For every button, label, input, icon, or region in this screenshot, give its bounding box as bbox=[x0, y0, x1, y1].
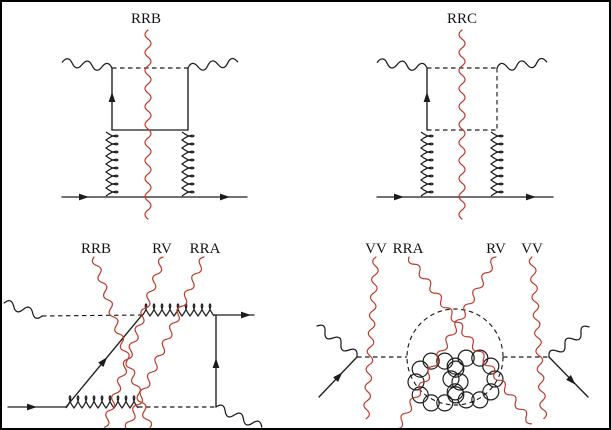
cut-wavy-line bbox=[363, 256, 379, 420]
photon-wavy-line bbox=[376, 58, 428, 71]
fermion-arrow bbox=[212, 358, 220, 368]
fermion-arrow bbox=[423, 92, 431, 102]
cut-wavy-line bbox=[144, 29, 152, 220]
gluon-coil-line bbox=[141, 303, 215, 318]
gluon-coil-line bbox=[65, 395, 139, 410]
fermion-arrow bbox=[79, 193, 89, 201]
cut-label: RRA bbox=[190, 241, 221, 257]
photon-wavy-line bbox=[215, 404, 263, 428]
cut-wavy-line bbox=[407, 256, 533, 425]
photon-wavy-line bbox=[548, 325, 590, 358]
fermion-arrow bbox=[566, 375, 576, 385]
diagram-bottom-right: VV RRA RV VV bbox=[316, 241, 590, 428]
gluon-coil-line bbox=[104, 131, 119, 197]
fermion-arrow bbox=[241, 311, 251, 319]
cut-wavy-line bbox=[458, 29, 466, 220]
photon-wavy-line bbox=[316, 324, 358, 357]
cut-wavy-line bbox=[396, 256, 497, 428]
fermion-arrow bbox=[333, 372, 343, 382]
diagram-bottom-left: RRB RV RRA bbox=[3, 241, 263, 428]
diagram-top-right: RRC bbox=[376, 11, 554, 220]
cut-label: RRC bbox=[447, 11, 477, 27]
fermion-arrow bbox=[220, 193, 230, 201]
photon-wavy-line bbox=[61, 58, 113, 71]
fermion-arrow bbox=[108, 92, 116, 102]
fermion-arrow bbox=[98, 357, 108, 368]
gluon-coil-line bbox=[180, 131, 195, 197]
cut-label: RRB bbox=[131, 11, 161, 27]
cut-label: RRA bbox=[393, 241, 424, 257]
cut-wavy-line bbox=[124, 256, 205, 428]
cut-label: RV bbox=[486, 241, 506, 257]
cut-label: RRB bbox=[81, 241, 111, 257]
fermion-arrow bbox=[394, 193, 404, 201]
cut-label: VV bbox=[365, 241, 387, 257]
diagram-top-left: RRB bbox=[61, 11, 248, 220]
gluon-coil-line bbox=[419, 131, 434, 197]
eikonal-dashed-line bbox=[41, 314, 143, 317]
cut-wavy-line bbox=[528, 256, 548, 420]
cut-wavy-line bbox=[103, 256, 164, 428]
cut-label: RV bbox=[152, 241, 172, 257]
photon-wavy-line bbox=[187, 57, 239, 71]
cut-label: VV bbox=[521, 241, 543, 257]
fermion-line bbox=[548, 356, 589, 398]
fermion-arrow bbox=[27, 403, 37, 411]
gluon-loop-ring bbox=[442, 349, 504, 409]
gluon-coil-line bbox=[489, 131, 504, 197]
photon-wavy-line bbox=[3, 300, 43, 319]
photon-wavy-line bbox=[496, 57, 548, 71]
cut-wavy-line bbox=[91, 256, 153, 428]
fermion-arrow bbox=[526, 193, 536, 201]
